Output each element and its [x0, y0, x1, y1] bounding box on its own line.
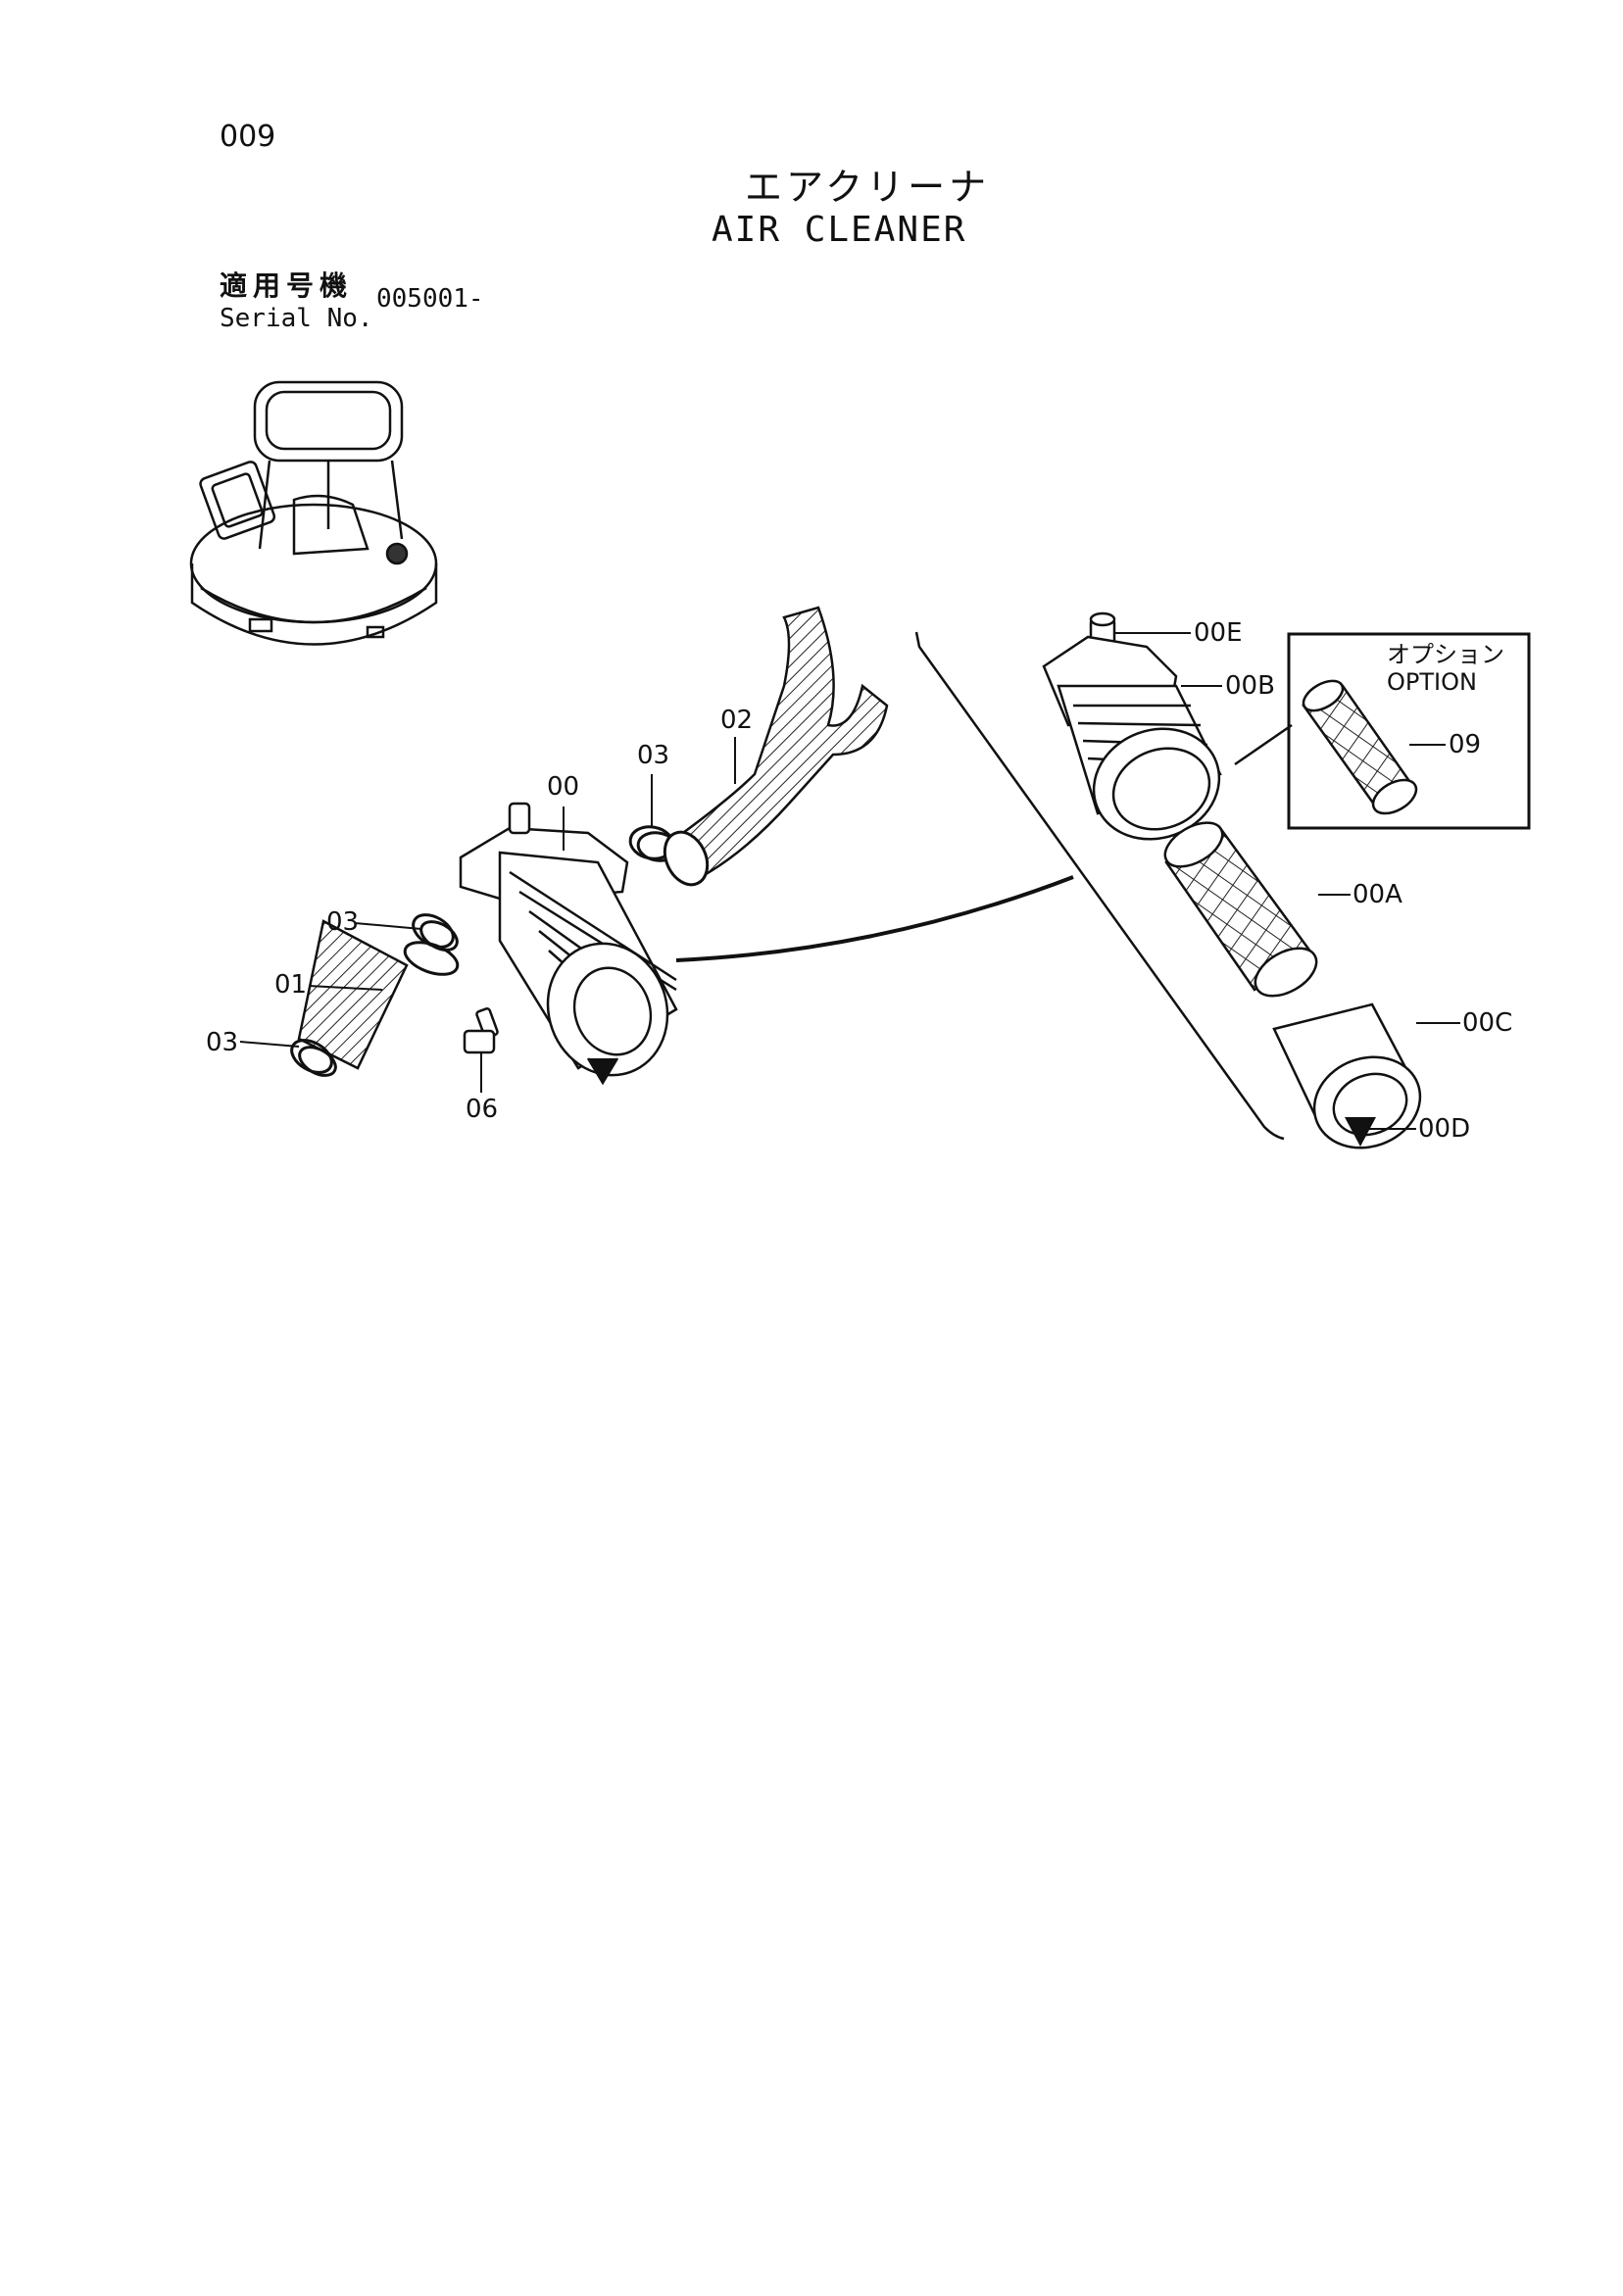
exploded-view-connector-line: [675, 875, 1074, 962]
option-label-japanese: オプション: [1387, 641, 1504, 668]
callout-06: 06: [466, 1095, 499, 1124]
callout-01: 01: [274, 970, 308, 1000]
serial-label-japanese: 適用号機: [220, 269, 354, 302]
title-english: AIR CLEANER: [712, 210, 967, 250]
serial-label-english: Serial No.: [220, 304, 373, 333]
callout-00A: 00A: [1352, 880, 1402, 909]
callout-03-top-clamp: 03: [326, 907, 360, 937]
option-label-english: OPTION: [1387, 668, 1477, 696]
callout-00D: 00D: [1418, 1114, 1471, 1144]
machine-overview-illustration: [189, 380, 438, 646]
part-03-clamp-a: [412, 913, 459, 952]
part-00-air-cleaner-assembly: [459, 802, 678, 1086]
part-09-safety-filter-element: [1302, 679, 1418, 815]
exploded-view-separator-line: [914, 631, 1285, 1141]
option-box: [1287, 632, 1531, 830]
callout-09: 09: [1449, 730, 1482, 759]
part-06-bolt: [463, 1007, 499, 1054]
callout-03-bottom-clamp: 03: [206, 1028, 239, 1057]
part-02-hose: [663, 606, 889, 887]
part-00D-dust-valve: [1345, 1117, 1376, 1147]
callout-00: 00: [547, 772, 580, 802]
part-00C-cover: [1272, 1002, 1422, 1149]
part-00A-filter-element: [1163, 821, 1318, 998]
callout-leader-lines: [239, 632, 1460, 1130]
page-number: 009: [220, 120, 276, 154]
callout-03-hose-clamp: 03: [637, 741, 670, 770]
callout-00B: 00B: [1225, 671, 1275, 701]
serial-number-range: 005001-: [376, 284, 484, 314]
title-japanese: エアクリーナ: [745, 166, 991, 209]
callout-02: 02: [720, 706, 754, 735]
part-00B-housing: [1042, 635, 1222, 841]
callout-00E: 00E: [1194, 618, 1243, 648]
option-box-leader: [1234, 723, 1293, 766]
callout-00C: 00C: [1462, 1008, 1513, 1038]
